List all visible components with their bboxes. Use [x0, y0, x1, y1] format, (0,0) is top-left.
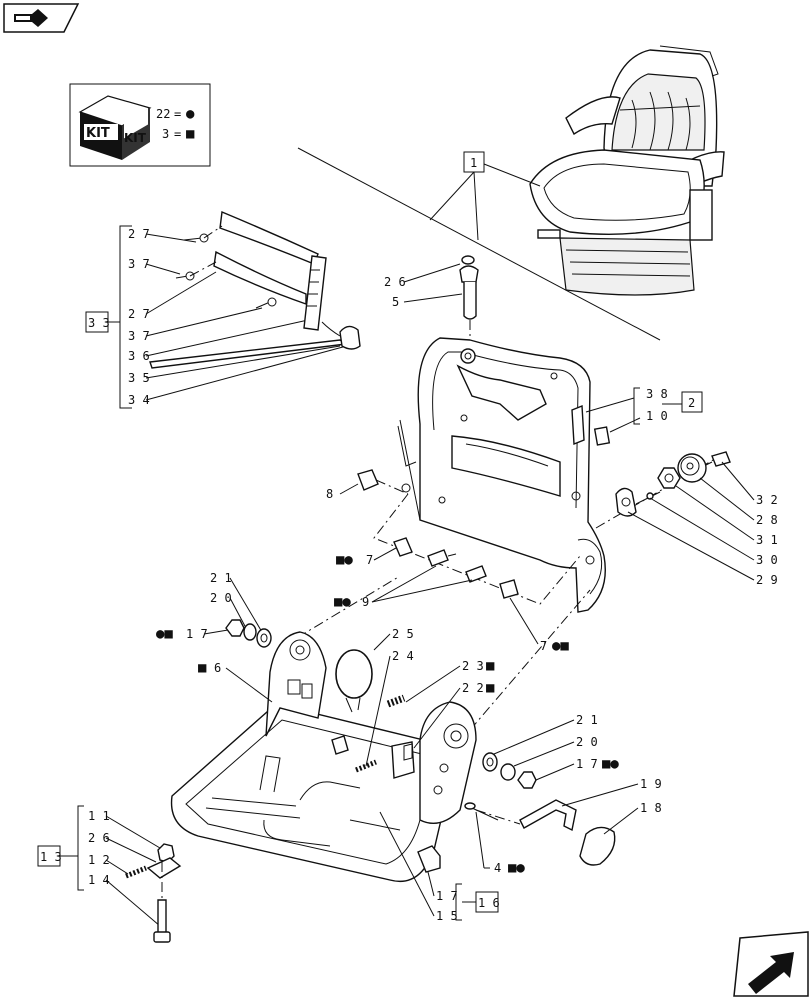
kit-label-right: KIT — [124, 131, 147, 145]
armrest-parts-group: 3 3 2 7 3 7 2 7 3 7 3 6 3 5 3 4 — [85, 210, 361, 409]
callout-29: 2 9 — [756, 573, 778, 587]
callout-9: 9 — [362, 595, 369, 609]
spring-hardware-right: 2 3 ■ 2 2 ■ — [386, 658, 495, 749]
callout-26a: 2 6 — [384, 275, 406, 289]
callout-38-10: 3 8 1 0 2 — [585, 387, 703, 446]
svg-text:=: = — [174, 127, 181, 141]
bushings-and-bolts: ■● 7 ■● 9 7 ●■ — [334, 537, 569, 654]
callout-21b: 2 1 — [576, 713, 598, 727]
callout-27a: 2 7 — [128, 227, 150, 241]
callout-5: 5 — [392, 295, 399, 309]
callout-19: 1 9 — [640, 777, 662, 791]
svg-text:1 0: 1 0 — [646, 409, 668, 423]
kit-legend: KIT KIT 22 = ● 3 = ■ — [69, 83, 211, 167]
svg-text:3 8: 3 8 — [646, 387, 668, 401]
callout-18: 1 8 — [640, 801, 662, 815]
callout-37a: 3 7 — [128, 257, 150, 271]
svg-text:=: = — [174, 107, 181, 121]
callout-20a: 2 0 — [210, 591, 232, 605]
complete-seat-illustration — [297, 45, 725, 341]
callout-34: 3 4 — [128, 393, 150, 407]
backrest-side-fasteners: 3 2 2 8 3 1 3 0 2 9 — [595, 451, 778, 587]
svg-text:6: 6 — [214, 661, 221, 675]
legend-ref-3: 3 — [162, 127, 169, 141]
callout-30: 3 0 — [756, 553, 778, 567]
callout-37b: 3 7 — [128, 329, 150, 343]
callout-7a-symbols: ■● — [336, 552, 353, 568]
callout-4-symbols: ■● — [508, 860, 525, 876]
callout-21a: 2 1 — [210, 571, 232, 585]
callout-15: 1 5 — [436, 909, 458, 923]
seat-base-pan — [170, 631, 477, 882]
callout-11: 1 1 — [88, 809, 110, 823]
callout-22-symbol: ■ — [486, 680, 495, 696]
callout-31: 3 1 — [756, 533, 778, 547]
callout-8: 8 — [326, 487, 333, 501]
svg-text:2: 2 — [688, 396, 695, 410]
callout-33: 3 3 — [88, 316, 110, 330]
callout-6: ■ 6 — [198, 660, 273, 703]
callout-7b: 7 — [540, 639, 547, 653]
back-arrow-icon[interactable] — [3, 3, 80, 33]
next-arrow-icon[interactable] — [733, 931, 809, 997]
pivot-pin: 2 6 5 — [384, 255, 479, 350]
height-adjust-hardware: 1 3 1 1 2 6 1 2 1 4 — [37, 805, 182, 943]
kit-label-left: KIT — [86, 126, 110, 141]
callout-20b: 2 0 — [576, 735, 598, 749]
callout-22: 2 2 — [462, 681, 484, 695]
callout-17b: 1 7 — [576, 757, 598, 771]
spring-hardware-left: 2 5 2 4 — [335, 627, 414, 773]
left-pivot-hardware: 2 1 2 0 ●■ 1 7 — [156, 571, 272, 648]
callout-17c: 1 7 — [436, 889, 458, 903]
callout-7b-symbols: ●■ — [552, 638, 569, 654]
svg-text:1: 1 — [470, 156, 477, 170]
callout-16: 1 6 — [478, 896, 500, 910]
legend-ref-22: 22 — [156, 107, 170, 121]
callout-4: 4 — [494, 861, 501, 875]
callout-17a-symbols: ●■ — [156, 626, 173, 642]
callout-28: 2 8 — [756, 513, 778, 527]
callout-23-symbol: ■ — [486, 658, 495, 674]
kit-box-icon: KIT KIT — [78, 95, 152, 160]
screw-4: 4 ■● — [464, 802, 525, 876]
callout-12: 1 2 — [88, 853, 110, 867]
callout-26b: 2 6 — [88, 831, 110, 845]
spacer-8: 8 — [326, 469, 409, 501]
callout-14: 1 4 — [88, 873, 110, 887]
callout-9-symbols: ■● — [334, 594, 351, 610]
callout-23: 2 3 — [462, 659, 484, 673]
callout-7a: 7 — [366, 553, 373, 567]
svg-text:■: ■ — [198, 660, 207, 676]
backrest-frame — [397, 337, 606, 613]
right-pivot-hardware: 2 1 2 0 1 7 ■● — [482, 713, 619, 789]
callout-17a: 1 7 — [186, 627, 208, 641]
adjustment-lever: 1 9 1 8 — [475, 777, 662, 866]
callout-13: 1 3 — [40, 850, 62, 864]
bottom-bracket-group: 1 7 1 5 1 6 — [379, 811, 500, 923]
callout-24: 2 4 — [392, 649, 414, 663]
callout-35: 3 5 — [128, 371, 150, 385]
callout-25: 2 5 — [392, 627, 414, 641]
callout-36: 3 6 — [128, 349, 150, 363]
legend-symbol-circle: ● — [186, 106, 195, 122]
callout-17b-symbols: ■● — [602, 756, 619, 772]
callout-1: 1 — [429, 151, 541, 241]
callout-27b: 2 7 — [128, 307, 150, 321]
callout-32: 3 2 — [756, 493, 778, 507]
legend-symbol-square: ■ — [186, 126, 195, 142]
